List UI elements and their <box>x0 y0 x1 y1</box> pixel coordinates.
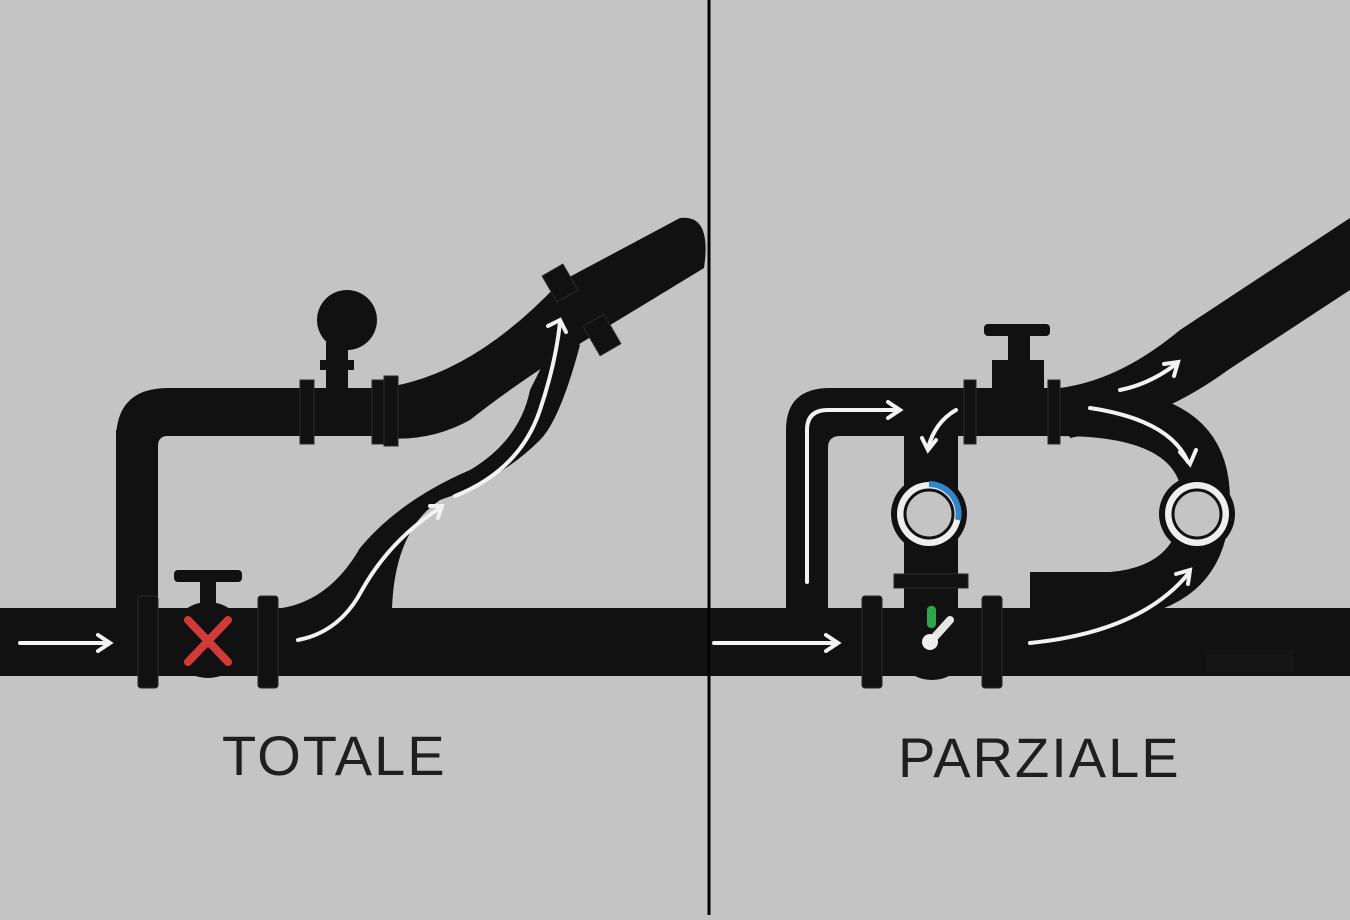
gauge-icon <box>1159 476 1235 552</box>
right-flange-4 <box>981 595 1003 689</box>
gauge-icon <box>317 290 377 350</box>
bypass-flow-arrows-left <box>296 317 568 642</box>
gauge-stem-cap-left <box>320 360 354 370</box>
panel-label-totale: TOTALE <box>222 724 447 787</box>
arrow-icon <box>712 359 1198 653</box>
pipe-end-block <box>1206 650 1294 672</box>
header-flange-2 <box>582 313 622 357</box>
panel-label-parziale: PARZIALE <box>898 726 1181 789</box>
right-flange-3 <box>861 595 883 689</box>
red-x-icon <box>184 616 232 666</box>
panel-right <box>710 218 1350 689</box>
mid-flange-right <box>893 573 969 589</box>
header-flange-1 <box>541 263 579 303</box>
handwheel-icon <box>984 324 1050 336</box>
arrow-icon <box>18 633 114 653</box>
handwheel-icon <box>174 570 242 582</box>
main-flange-2 <box>257 595 279 689</box>
valve-stem-left <box>200 576 216 606</box>
indicator-green <box>927 606 936 628</box>
gauge-icon <box>891 476 967 552</box>
upper-flange-1 <box>299 379 315 445</box>
bypass-pipe-left <box>282 330 580 608</box>
upper-pipe-left <box>116 388 392 446</box>
right-flange-1 <box>963 379 977 445</box>
header-pipe-right <box>1060 218 1350 438</box>
riser-pipe-left <box>116 430 158 620</box>
panel-left <box>0 217 708 689</box>
main-flange-1 <box>137 595 159 689</box>
right-flange-2 <box>1047 379 1061 445</box>
indicator-knob <box>922 634 938 650</box>
upper-flange-3 <box>383 375 399 447</box>
top-valve-body-right <box>992 360 1044 400</box>
header-pipe-left <box>380 217 706 439</box>
